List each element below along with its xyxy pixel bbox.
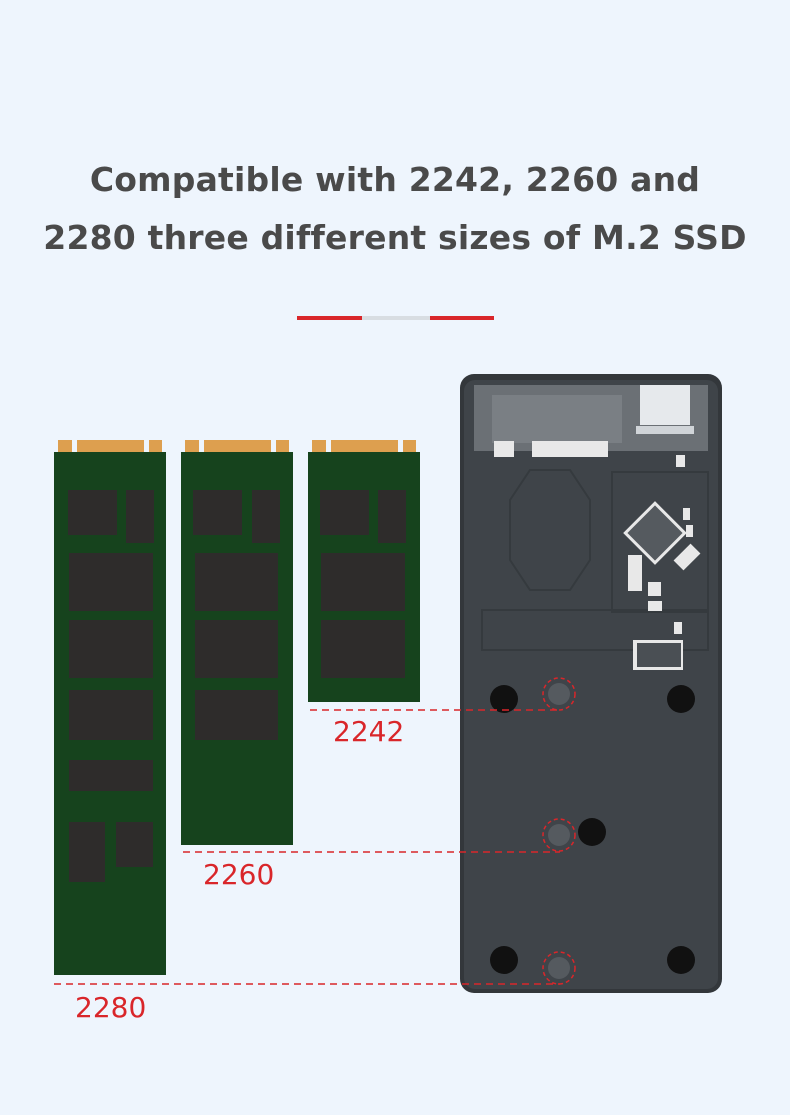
ssd-2242 <box>308 440 420 702</box>
chips <box>68 490 154 882</box>
chips <box>320 490 406 678</box>
ssd-enclosure <box>460 374 722 993</box>
gold-connector <box>312 440 416 453</box>
label-2242: 2242 <box>333 715 404 748</box>
gold-connector <box>58 440 162 453</box>
size-guides <box>54 709 560 985</box>
ssd-2280 <box>54 440 166 975</box>
usb-c-port <box>640 385 690 425</box>
heading-line-1: Compatible with 2242, 2260 and <box>89 160 701 199</box>
title-divider <box>297 316 494 320</box>
label-2280: 2280 <box>75 991 146 1024</box>
ssd-2260 <box>181 440 293 845</box>
heading-line-2: 2280 three different sizes of M.2 SSD <box>43 218 747 257</box>
pcb-traces <box>481 469 709 651</box>
label-2260: 2260 <box>203 858 274 891</box>
controller-chip <box>623 501 687 565</box>
m2-slot-pins <box>494 441 608 457</box>
chips <box>193 490 280 740</box>
standoffs <box>542 677 576 985</box>
screw-holes <box>490 685 695 974</box>
gold-connector <box>185 440 289 453</box>
